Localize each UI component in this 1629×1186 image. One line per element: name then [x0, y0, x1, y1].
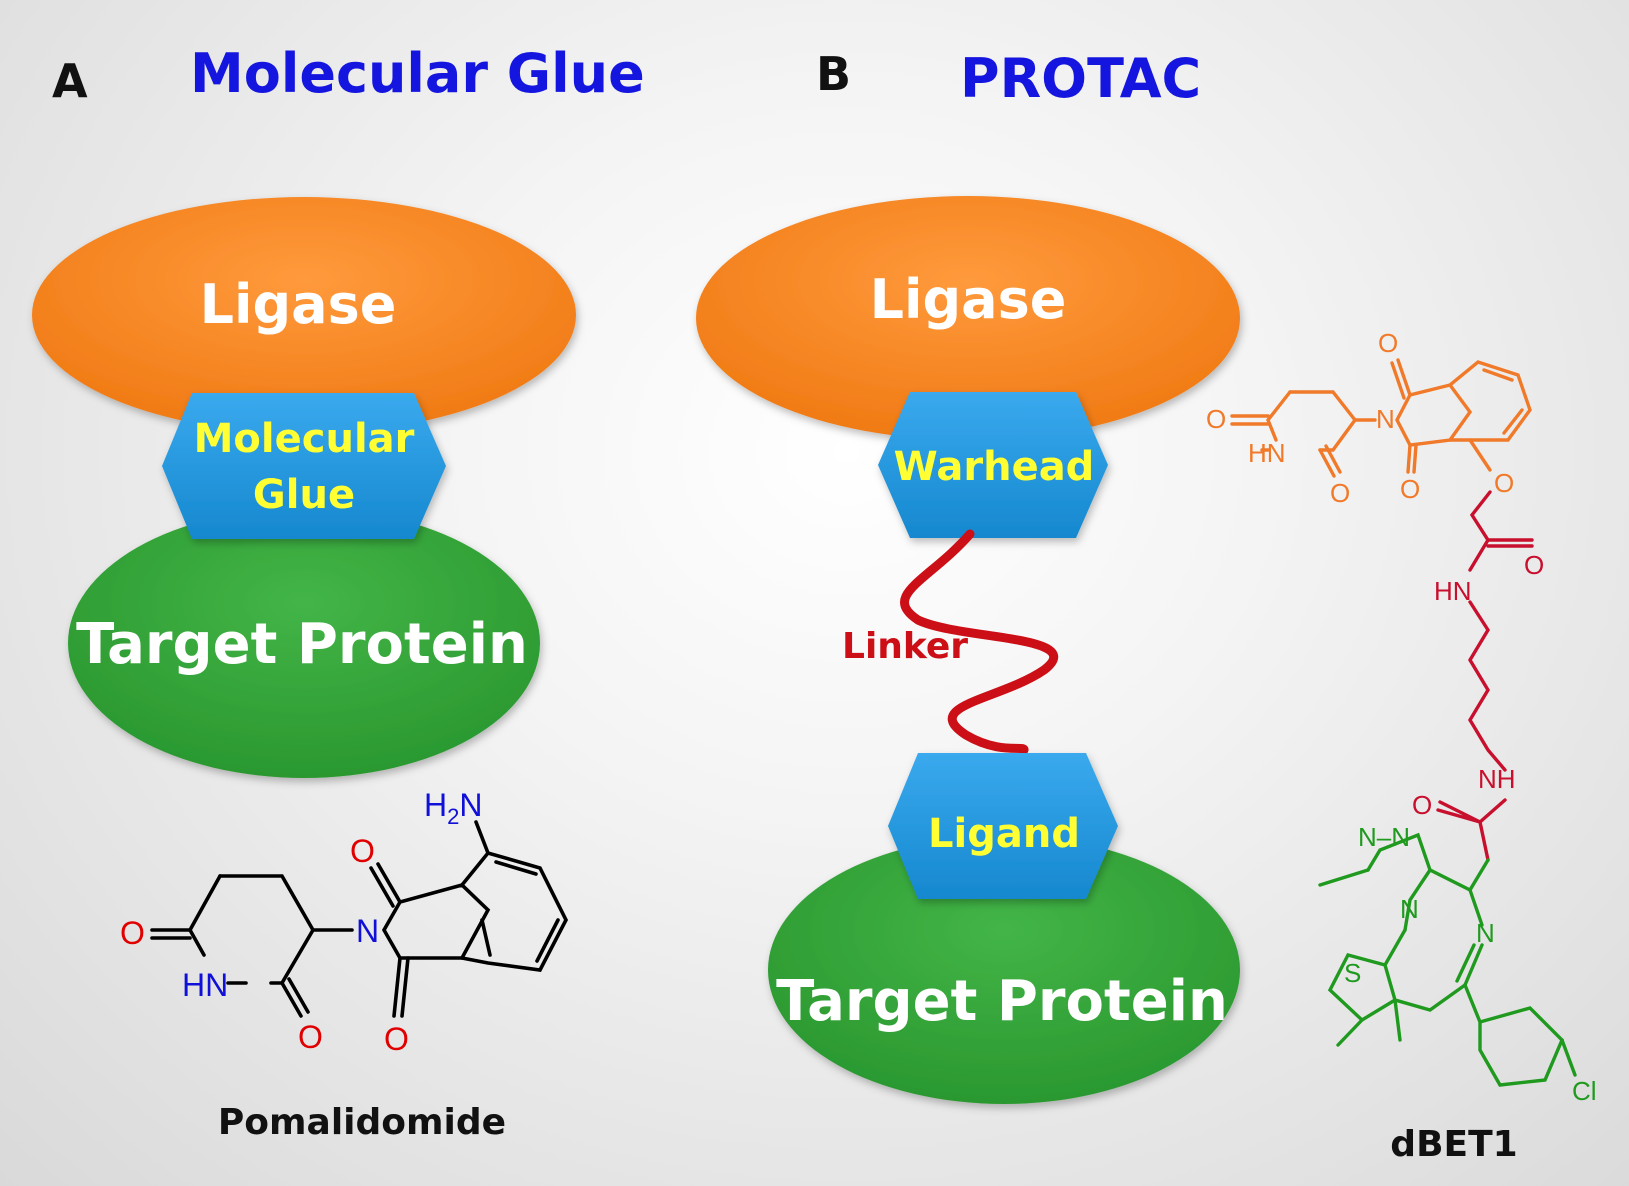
ligase-label-b: Ligase	[870, 268, 1067, 331]
warhead-label: Warhead	[894, 444, 1095, 490]
dbet1-oxygen-imide-bottom: O	[1400, 474, 1420, 504]
dbet1-oxygen-glutarimide: O	[1330, 478, 1350, 508]
ligand-label: Ligand	[928, 811, 1080, 857]
target-protein-ellipse-a	[68, 508, 540, 778]
ligase-label-a: Ligase	[200, 273, 397, 336]
ligase-ellipse-a	[32, 197, 576, 433]
pomalidomide-amine-h: H2N	[424, 787, 482, 829]
target-protein-ellipse-b	[768, 836, 1240, 1104]
pomalidomide-imide-n: N	[356, 913, 379, 949]
dbet1-imide-n: N	[1376, 404, 1395, 434]
target-protein-label-b: Target Protein	[776, 969, 1228, 1034]
dbet1-nh-linker: NH	[1478, 764, 1516, 794]
molecular-glue-label-line2: Glue	[253, 472, 355, 518]
ligase-ellipse-b	[696, 196, 1240, 440]
pomalidomide-oxygen-bottom: O	[298, 1019, 323, 1055]
dbet1-oxygen-left: O	[1206, 404, 1226, 434]
linker-curve	[900, 529, 1058, 755]
dbet1-structure: O O N HN O O O O HN NH O N–N N N S Cl	[1206, 328, 1597, 1106]
panel-a-letter: A	[52, 54, 88, 108]
pomalidomide-nh: HN	[182, 967, 228, 1003]
molecular-glue-label-line1: Molecular	[194, 416, 415, 462]
pomalidomide-structure: H2N N HN O O O O	[120, 787, 569, 1057]
pomalidomide-oxygen-lower: O	[384, 1021, 409, 1057]
dbet1-name: dBET1	[1390, 1124, 1517, 1165]
pomalidomide-oxygen-left: O	[120, 915, 145, 951]
dbet1-hn-glutarimide: HN	[1248, 438, 1286, 468]
dbet1-azepine-n: N	[1476, 918, 1495, 948]
dbet1-amide-oxygen-2: O	[1412, 790, 1432, 820]
dbet1-amide-oxygen-1: O	[1524, 550, 1544, 580]
panel-b-title: PROTAC	[960, 47, 1201, 110]
ligand-hexagon	[888, 753, 1118, 899]
panel-a: A Molecular Glue Ligase Target Protein M…	[32, 42, 645, 1143]
dbet1-oxygen-top: O	[1378, 328, 1398, 358]
molecular-glue-hexagon	[162, 393, 446, 539]
dbet1-triazole-n: N	[1400, 894, 1419, 924]
dbet1-hn-linker: HN	[1434, 576, 1472, 606]
pomalidomide-name: Pomalidomide	[218, 1102, 506, 1143]
panel-a-title: Molecular Glue	[190, 42, 645, 105]
dbet1-sulfur: S	[1344, 958, 1361, 988]
linker-label: Linker	[842, 626, 968, 667]
panel-b-letter: B	[816, 47, 851, 101]
dbet1-chlorine: Cl	[1572, 1076, 1597, 1106]
dbet1-ether-oxygen: O	[1494, 468, 1514, 498]
panel-b: B PROTAC Ligase Warhead Linker Target Pr…	[696, 47, 1597, 1165]
target-protein-label-a: Target Protein	[76, 612, 528, 677]
pomalidomide-oxygen-top: O	[350, 833, 375, 869]
dbet1-triazole-nn: N–N	[1358, 822, 1410, 852]
warhead-hexagon	[878, 392, 1108, 538]
